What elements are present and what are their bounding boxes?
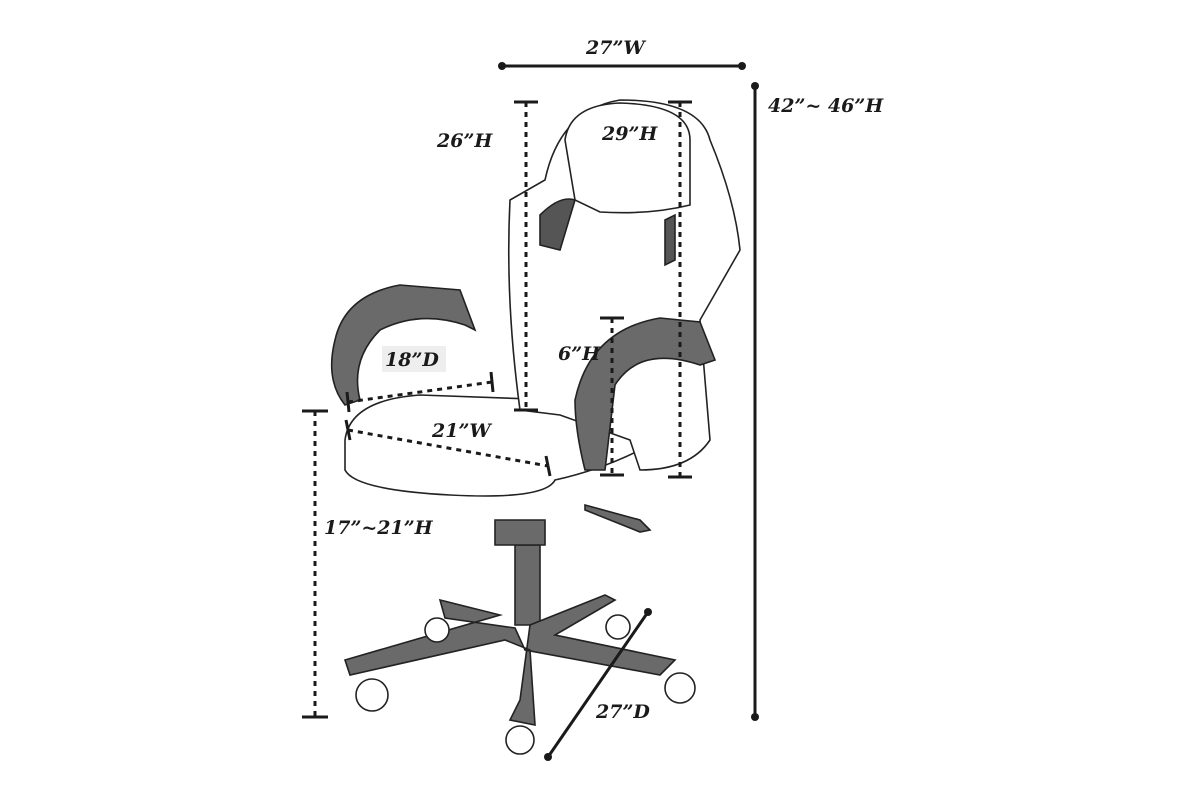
back-height-label: 29”H xyxy=(601,123,658,145)
chair-base xyxy=(343,503,696,755)
dimension-lines xyxy=(302,62,759,761)
armrest-height-label: 6”H xyxy=(558,343,601,365)
overall-height-label: 42”~ 46”H xyxy=(768,95,884,117)
backrest-height-label: 26”H xyxy=(436,130,493,152)
overall-width-label: 27”W xyxy=(585,37,646,59)
seat-depth-label: 18”D xyxy=(385,349,439,371)
seat-width-label: 21”W xyxy=(431,420,492,442)
seat-height-label: 17”~21”H xyxy=(324,517,434,539)
base-depth-label: 27”D xyxy=(595,701,650,723)
chair-backrest xyxy=(507,99,741,471)
